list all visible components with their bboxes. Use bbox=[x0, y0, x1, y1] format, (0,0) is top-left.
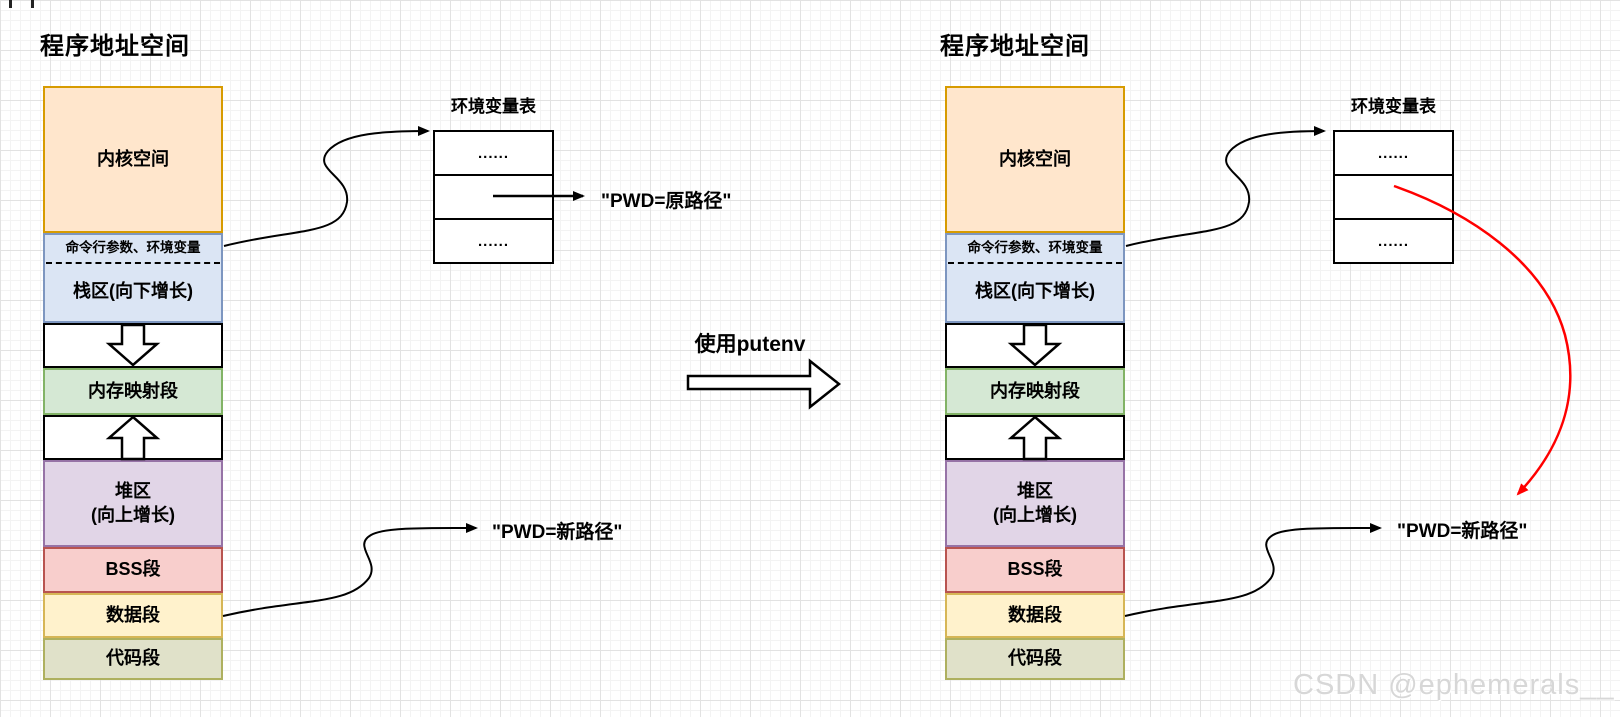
right-stack-to-table-arrow bbox=[1125, 126, 1326, 247]
stack-divider-dashed-line bbox=[46, 262, 220, 264]
env-table-row: ...... bbox=[477, 144, 509, 162]
segment-label: BSS段 bbox=[1007, 559, 1063, 580]
putenv-transition-arrow-icon bbox=[686, 358, 842, 410]
left-stack-segment: 命令行参数、环境变量 栈区(向下增长) bbox=[43, 233, 223, 323]
env-table-row: ...... bbox=[1335, 218, 1452, 262]
right-heap-growth-gap bbox=[945, 415, 1125, 460]
right-mmap-segment: 内存映射段 bbox=[945, 368, 1125, 415]
left-mmap-segment: 内存映射段 bbox=[43, 368, 223, 415]
left-heap-growth-gap bbox=[43, 415, 223, 460]
segment-label: 内核空间 bbox=[97, 148, 169, 169]
right-pwd-new-value-label: "PWD=新路径" bbox=[1397, 521, 1528, 542]
env-table-row: ...... bbox=[1377, 144, 1409, 162]
segment-label: 数据段 bbox=[106, 604, 160, 625]
cmdline-env-label: 命令行参数、环境变量 bbox=[65, 240, 201, 255]
segment-label: (向上增长) bbox=[91, 504, 175, 525]
right-kernel-segment: 内核空间 bbox=[945, 86, 1125, 233]
left-bss-segment: BSS段 bbox=[43, 547, 223, 593]
env-table-row: ...... bbox=[435, 218, 552, 262]
segment-label: 代码段 bbox=[1008, 648, 1062, 669]
putenv-transition-label: 使用putenv bbox=[694, 333, 806, 356]
right-heap-segment: 堆区 (向上增长) bbox=[945, 460, 1125, 547]
left-env-table: ...... ...... bbox=[433, 130, 554, 264]
left-pwd-new-value-label: "PWD=新路径" bbox=[492, 522, 623, 543]
right-data-segment: 数据段 bbox=[945, 593, 1125, 638]
segment-label: 堆区 bbox=[1017, 481, 1053, 502]
right-code-segment: 代码段 bbox=[945, 638, 1125, 680]
left-pwd-old-value-label: "PWD=原路径" bbox=[601, 191, 732, 212]
segment-label: 栈区(向下增长) bbox=[975, 281, 1095, 302]
right-diagram-title: 程序地址空间 bbox=[940, 33, 1090, 60]
left-kernel-segment: 内核空间 bbox=[43, 86, 223, 233]
left-stack-growth-gap bbox=[43, 323, 223, 368]
segment-label: (向上增长) bbox=[993, 504, 1077, 525]
segment-label: 内存映射段 bbox=[990, 380, 1080, 401]
left-env-table-title: 环境变量表 bbox=[451, 97, 536, 116]
right-stack-segment: 命令行参数、环境变量 栈区(向下增长) bbox=[945, 233, 1125, 323]
right-stack-growth-gap bbox=[945, 323, 1125, 368]
cmdline-env-label: 命令行参数、环境变量 bbox=[967, 240, 1103, 255]
segment-label: 栈区(向下增长) bbox=[73, 281, 193, 302]
right-data-to-new-pwd-arrow bbox=[1124, 522, 1382, 617]
segment-label: 堆区 bbox=[115, 481, 151, 502]
left-diagram-title: 程序地址空间 bbox=[40, 33, 190, 60]
left-stack-to-table-arrow bbox=[223, 126, 430, 247]
csdn-watermark: CSDN @ephemerals__ bbox=[1293, 669, 1615, 701]
left-code-segment: 代码段 bbox=[43, 638, 223, 680]
segment-label: 数据段 bbox=[1008, 604, 1062, 625]
segment-label: 内核空间 bbox=[999, 148, 1071, 169]
left-heap-segment: 堆区 (向上增长) bbox=[43, 460, 223, 547]
left-data-to-new-pwd-arrow bbox=[222, 522, 478, 617]
env-table-row bbox=[435, 174, 552, 218]
crop-artifact bbox=[9, 0, 12, 8]
segment-label: 代码段 bbox=[106, 648, 160, 669]
segment-label: 内存映射段 bbox=[88, 380, 178, 401]
right-env-table: ...... ...... bbox=[1333, 130, 1454, 264]
env-table-row bbox=[1335, 174, 1452, 218]
left-data-segment: 数据段 bbox=[43, 593, 223, 638]
crop-artifact bbox=[31, 0, 34, 8]
stack-divider-dashed-line bbox=[948, 262, 1122, 264]
right-bss-segment: BSS段 bbox=[945, 547, 1125, 593]
right-env-table-title: 环境变量表 bbox=[1351, 97, 1436, 116]
segment-label: BSS段 bbox=[105, 559, 161, 580]
